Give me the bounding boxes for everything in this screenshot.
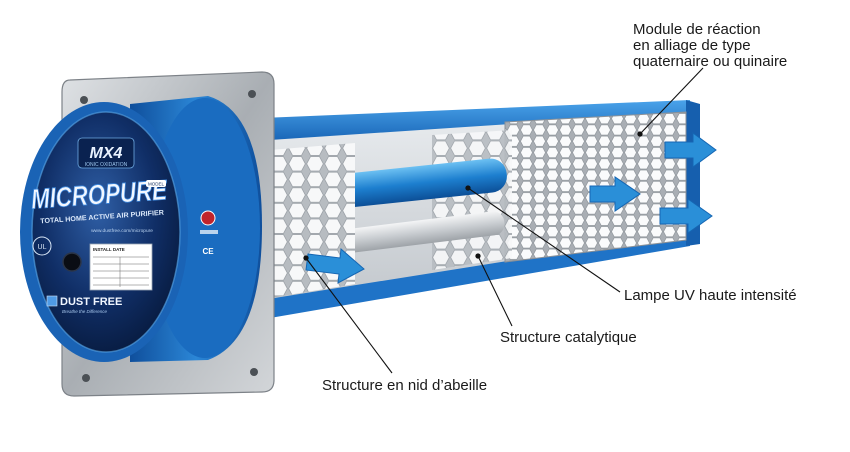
airflow-arrow-icon <box>589 176 641 212</box>
airflow-arrow-icon <box>664 132 717 168</box>
certification-mark-icon <box>32 236 52 256</box>
install-label: INSTALL DATE <box>89 243 153 291</box>
safety-seal-icon <box>200 210 216 226</box>
catalytic-block <box>432 130 512 270</box>
leader-line-honeycomb <box>303 255 393 374</box>
callout-catalytic-structure: Structure catalytique <box>500 329 637 346</box>
leader-line-module <box>637 67 704 137</box>
housing-stickers: CE <box>200 210 218 256</box>
manufacturer-logo: DUST FREE Breathe the Difference <box>46 295 122 314</box>
callout-module-line-2: en alliage de type <box>633 37 751 54</box>
duct-top-panel <box>262 100 690 140</box>
certification-mark-glyph: UL <box>38 244 47 251</box>
badge-subtext: IONIC OXIDATION <box>85 162 128 168</box>
leader-line-lamp <box>465 185 621 293</box>
model-tag <box>146 180 166 187</box>
airflow-arrows <box>305 132 717 284</box>
screw-icon <box>80 96 88 104</box>
screw-icon <box>248 90 256 98</box>
leader-line-catalytic <box>475 253 513 327</box>
leader-lines <box>303 67 704 374</box>
airflow-arrow-icon <box>659 198 713 234</box>
front-face: MX4 IONIC OXIDATION MICROPURE MODEL TOTA… <box>20 102 188 362</box>
callout-module-line-3: quaternaire ou quinaire <box>633 53 788 70</box>
callout-reaction-module: Module de réaction en alliage de type qu… <box>633 22 787 70</box>
ce-mark: CE <box>202 247 214 256</box>
manufacturer-tagline: Breathe the Difference <box>62 309 108 314</box>
install-label-title: INSTALL DATE <box>93 247 125 252</box>
manufacturer-name: DUST FREE <box>60 296 122 308</box>
badge-text: MX4 <box>90 145 123 162</box>
screw-icon <box>82 374 90 382</box>
mx4-badge: MX4 IONIC OXIDATION <box>77 137 135 169</box>
duct-bottom-panel <box>262 232 690 318</box>
center-knob-icon <box>62 252 82 272</box>
callout-honeycomb-structure: Structure en nid d’abeille <box>322 377 488 394</box>
callout-uv-lamp: Lampe UV haute intensité <box>624 287 797 304</box>
product-website: www.dustfree.com/micropure <box>91 228 153 234</box>
model-tag-text: MODEL <box>148 182 165 187</box>
airflow-arrow-icon <box>305 247 365 284</box>
callout-module-line-1: Module de réaction <box>633 21 761 38</box>
screw-icon <box>250 368 258 376</box>
